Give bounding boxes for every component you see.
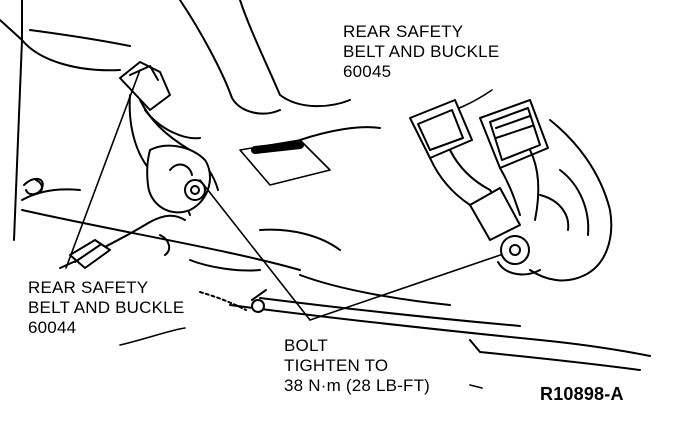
label-rear-belt-60045: REAR SAFETY BELT AND BUCKLE 60045 xyxy=(343,22,499,82)
label-line: BELT AND BUCKLE xyxy=(28,298,185,317)
floor-sill xyxy=(199,274,651,371)
label-line: BELT AND BUCKLE xyxy=(343,42,500,61)
figure-id: R10898-A xyxy=(540,384,624,404)
label-line: TIGHTEN TO xyxy=(284,356,389,375)
seat-cushion xyxy=(21,126,381,272)
part-number: 60044 xyxy=(28,318,77,337)
label-line: BOLT xyxy=(284,336,328,355)
seat-back xyxy=(0,0,351,241)
label-bolt-torque: BOLT TIGHTEN TO 38 N·m (28 LB-FT) xyxy=(284,336,430,396)
part-number: 60045 xyxy=(343,62,392,81)
label-line: REAR SAFETY xyxy=(28,278,149,297)
torque-spec: 38 N·m (28 LB-FT) xyxy=(284,376,431,395)
left-belt-assembly xyxy=(59,61,219,269)
label-line: REAR SAFETY xyxy=(343,22,464,41)
label-rear-belt-60044: REAR SAFETY BELT AND BUCKLE 60044 xyxy=(28,278,184,338)
right-belt-assembly xyxy=(409,99,613,282)
